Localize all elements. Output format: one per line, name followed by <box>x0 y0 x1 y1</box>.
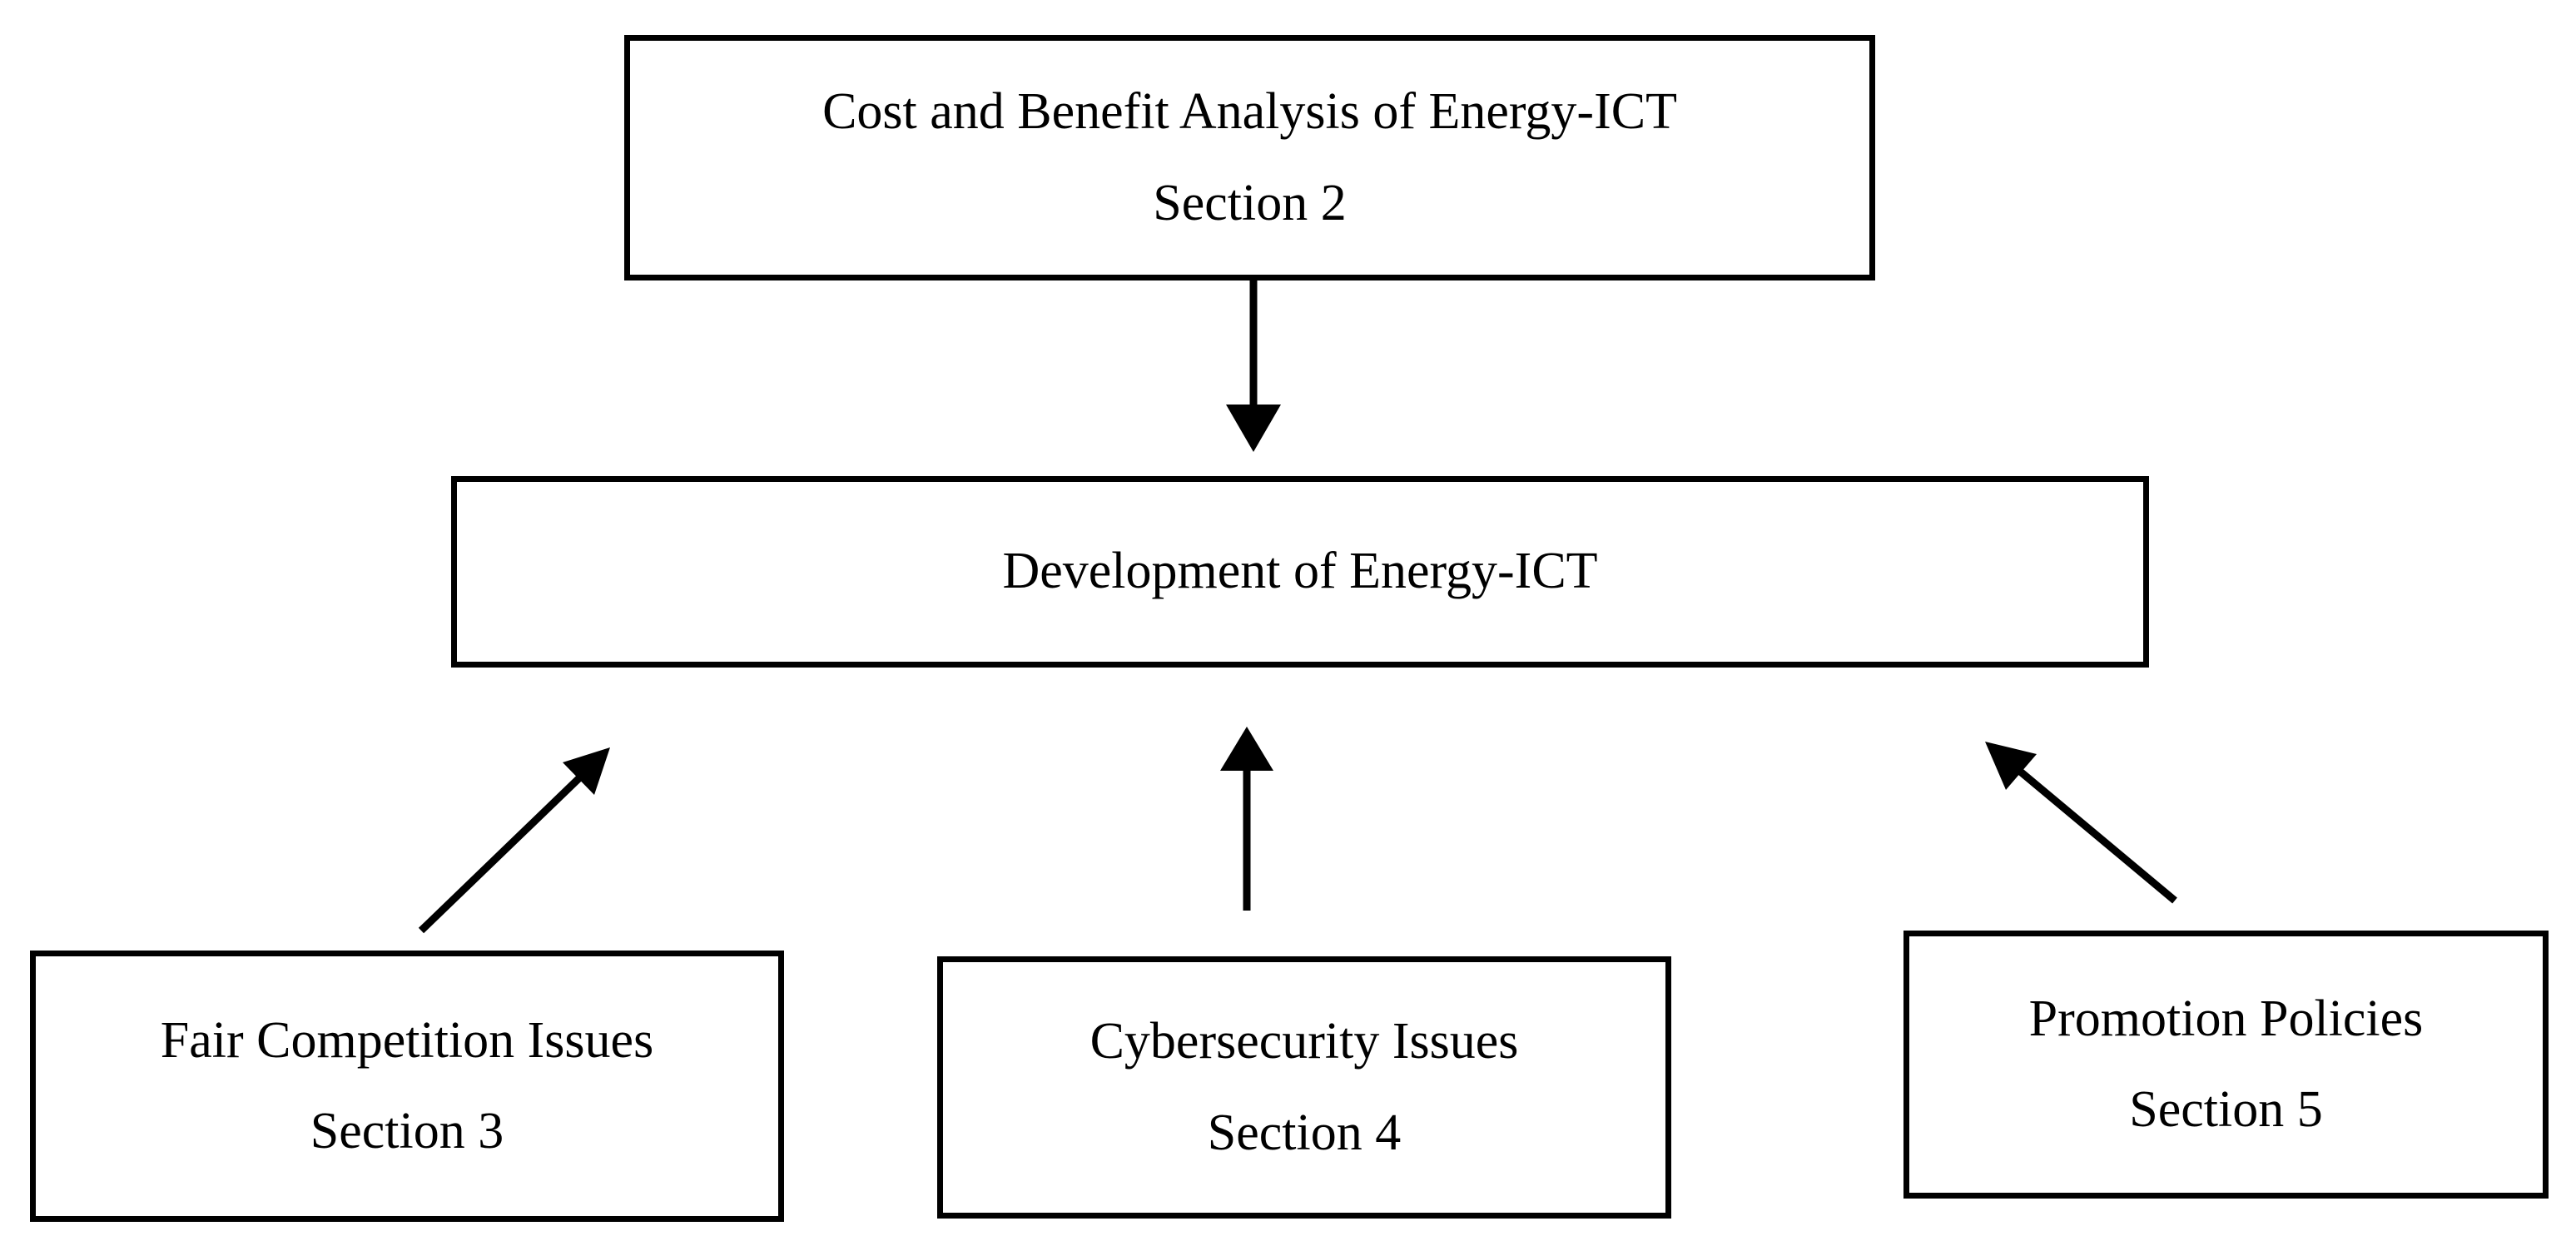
arrow-head <box>1220 727 1273 771</box>
node-section-fair-competition-issues: Section 3 <box>310 1103 504 1159</box>
node-section-cybersecurity-issues: Section 4 <box>1207 1104 1402 1161</box>
arrow-shaft <box>418 769 588 934</box>
node-title-development-of-energy-ict: Development of Energy-ICT <box>1002 543 1598 600</box>
node-cost-benefit-analysis[interactable]: Cost and Benefit Analysis of Energy-ICT … <box>624 35 1875 280</box>
node-promotion-policies[interactable]: Promotion Policies Section 5 <box>1903 931 2549 1199</box>
node-title-cybersecurity-issues: Cybersecurity Issues <box>1089 1013 1519 1070</box>
arrow-promotion-policies-to-development <box>1985 742 2177 904</box>
arrow-fair-competition-to-development <box>418 747 610 934</box>
arrow-head <box>1985 742 2037 790</box>
node-title-promotion-policies: Promotion Policies <box>2028 990 2424 1047</box>
node-title-cost-benefit-analysis: Cost and Benefit Analysis of Energy-ICT <box>822 83 1677 141</box>
node-cybersecurity-issues[interactable]: Cybersecurity Issues Section 4 <box>937 956 1671 1219</box>
arrow-head <box>563 747 610 795</box>
node-fair-competition-issues[interactable]: Fair Competition Issues Section 3 <box>30 951 784 1222</box>
node-title-fair-competition-issues: Fair Competition Issues <box>160 1011 654 1069</box>
node-section-promotion-policies: Section 5 <box>2129 1081 2323 1138</box>
arrow-cybersecurity-to-development <box>1220 727 1273 911</box>
arrow-cost-benefit-to-development <box>1226 280 1281 452</box>
node-section-cost-benefit-analysis: Section 2 <box>1153 174 1347 231</box>
node-development-of-energy-ict[interactable]: Development of Energy-ICT <box>451 476 2149 668</box>
arrow-shaft <box>2011 762 2177 904</box>
arrow-head <box>1226 405 1281 452</box>
